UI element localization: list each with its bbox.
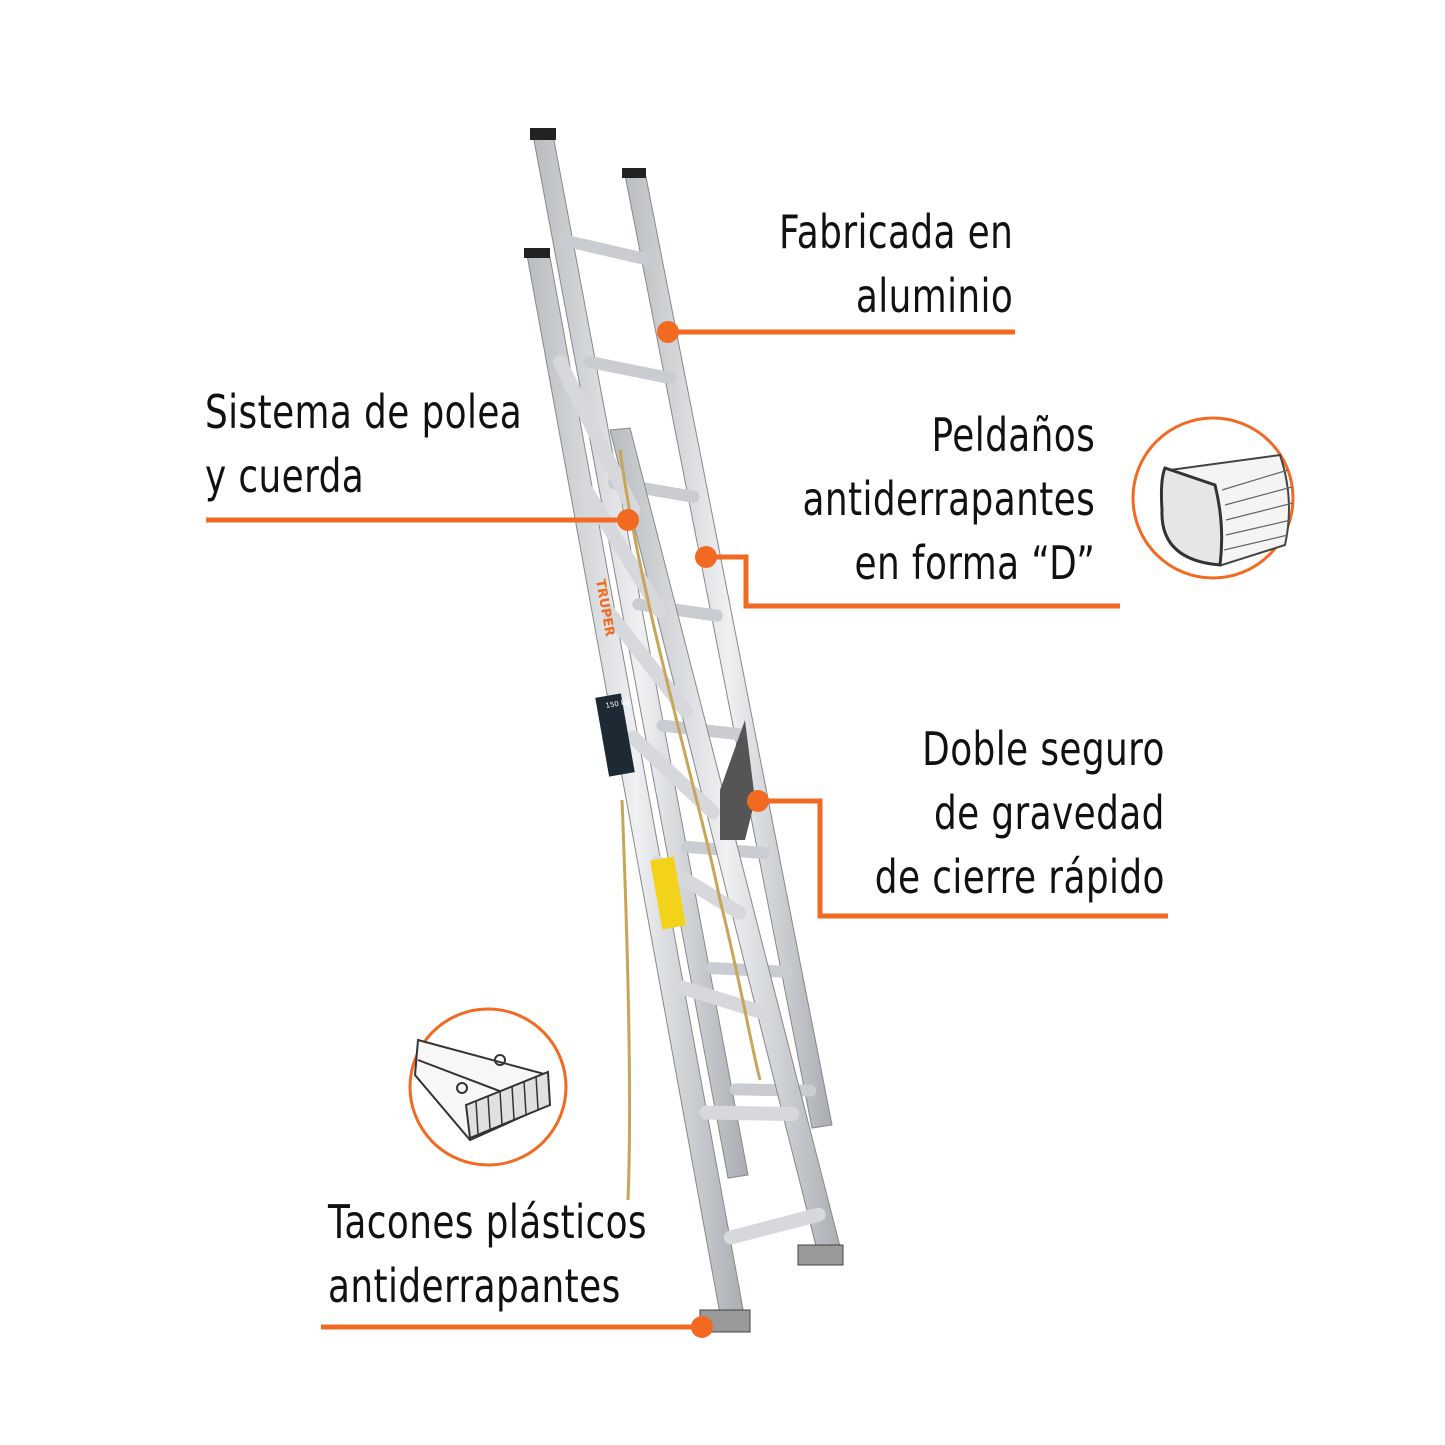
rung — [699, 1105, 800, 1122]
callout-lines — [206, 329, 1168, 1330]
callout-line: Peldaños — [931, 408, 1095, 462]
gravity-lock — [720, 720, 755, 840]
callout-line: Doble seguro — [922, 722, 1165, 776]
callout-line: de gravedad — [934, 786, 1165, 840]
callout-aluminio: Fabricada en aluminio — [779, 200, 1013, 328]
callout-line: y cuerda — [205, 449, 365, 503]
callout-line: Fabricada en — [778, 205, 1013, 259]
rung — [723, 1207, 826, 1245]
callout-tacones: Tacones plásticos antiderrapantes — [328, 1190, 647, 1318]
rung — [559, 234, 653, 266]
capacity-sticker — [595, 693, 635, 777]
rung — [675, 980, 773, 1021]
callout-line: en forma “D” — [854, 536, 1095, 590]
callout-line: de cierre rápido — [874, 850, 1165, 904]
ladder-foot-icon — [408, 1007, 568, 1167]
callout-line: antiderrapantes — [328, 1259, 621, 1313]
foot-right — [797, 1244, 844, 1266]
callout-line: Sistema de polea — [205, 385, 523, 439]
rung — [626, 730, 720, 820]
callout-polea: Sistema de polea y cuerda — [205, 380, 522, 508]
callout-seguro: Doble seguro de gravedad de cierre rápid… — [875, 717, 1165, 909]
d-rung-icon — [1131, 416, 1295, 580]
rung — [553, 355, 641, 518]
rung — [601, 605, 694, 719]
callout-line: Tacones plásticos — [328, 1195, 648, 1249]
callout-line: aluminio — [855, 269, 1013, 323]
rung — [583, 355, 677, 385]
rope — [618, 449, 762, 1201]
warning-sticker — [650, 856, 686, 930]
callout-dots — [617, 321, 769, 1338]
callout-peldanos: Peldaños antiderrapantes en forma “D” — [802, 403, 1095, 595]
callout-line: antiderrapantes — [802, 472, 1095, 526]
